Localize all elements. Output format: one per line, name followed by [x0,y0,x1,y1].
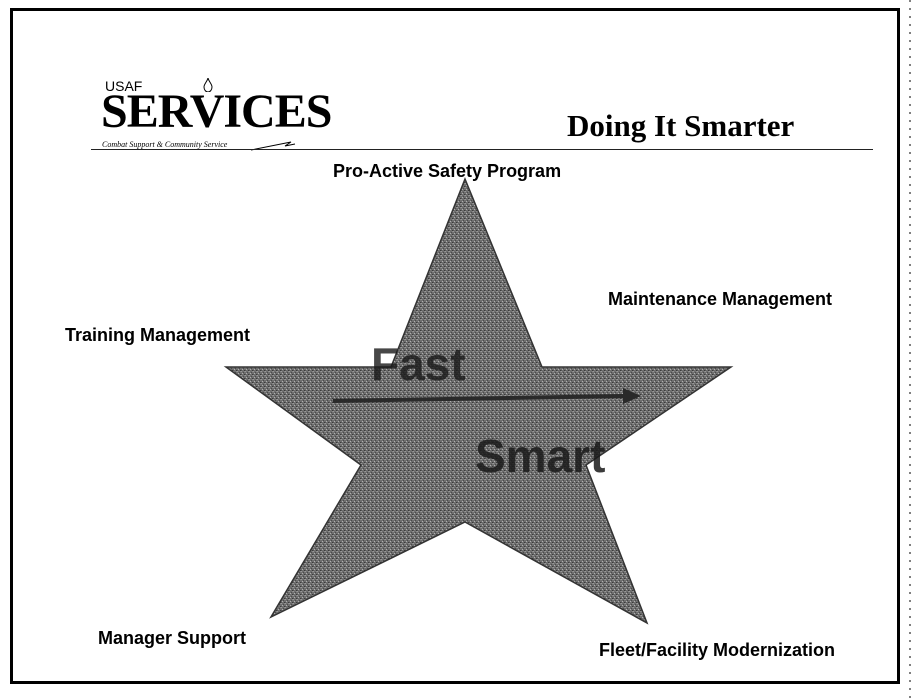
page-title: Doing It Smarter [567,108,795,143]
logo-services-text: SERVICES [101,85,332,138]
usaf-services-logo: USAF SERVICES Combat Support & Community… [91,78,332,160]
label-manager-support: Manager Support [98,628,247,648]
star-arrow-line [332,394,624,403]
flame-icon [203,78,213,92]
swoosh-icon [251,141,296,151]
right-edge-marks [909,0,911,700]
label-safety-program: Pro-Active Safety Program [333,161,562,181]
logo-tagline: Combat Support & Community Service [102,140,228,149]
label-fleet-facility-modernization: Fleet/Facility Modernization [599,640,836,660]
star-graphic [223,176,734,625]
slide: USAF SERVICES Combat Support & Community… [10,8,900,684]
star-shape [223,176,734,625]
logo-usaf-text: USAF [105,78,143,94]
star-arrow-head [623,388,641,404]
title-divider [91,149,873,150]
star-word-fast: Fast [371,338,466,390]
star-word-smart: Smart [475,430,606,482]
label-training-management: Training Management [65,325,251,345]
label-maintenance-management: Maintenance Management [608,289,833,309]
